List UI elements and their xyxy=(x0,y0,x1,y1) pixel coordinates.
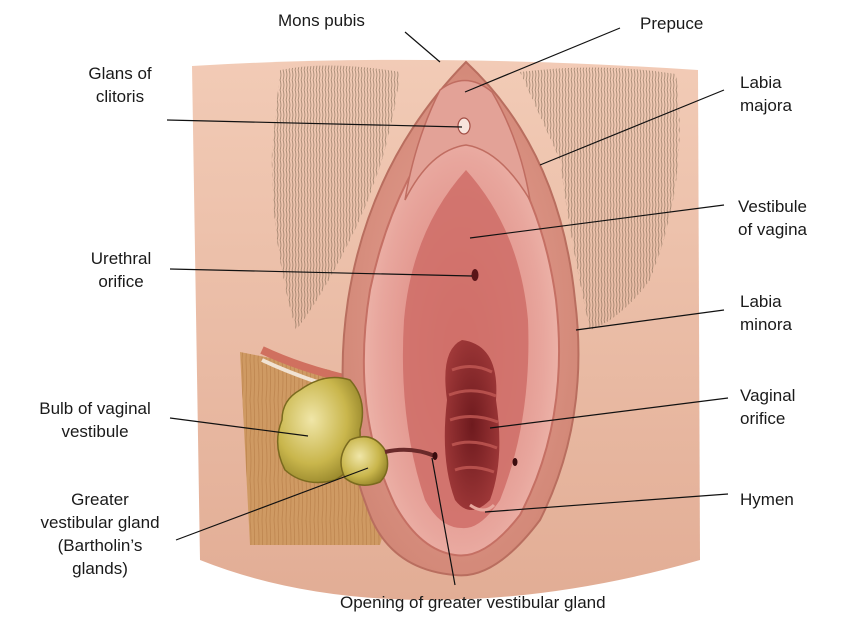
gland-duct xyxy=(384,447,436,458)
gland-opening-right xyxy=(512,458,518,466)
leader-opening-of-greater-vestibular-gland xyxy=(431,457,456,586)
label-vaginal-orifice: Vaginal orifice xyxy=(740,386,796,428)
gland-opening-left xyxy=(432,452,438,460)
label-hymen: Hymen xyxy=(740,490,794,509)
label-mons-pubis: Mons pubis xyxy=(278,11,365,30)
leader-labia-minora xyxy=(575,309,725,331)
leader-bulb-of-vaginal-vestibule xyxy=(169,417,309,437)
leader-urethral-orifice xyxy=(169,268,473,277)
hymen-shape xyxy=(469,503,496,512)
glans-of-clitoris-shape xyxy=(457,117,471,135)
leader-lines xyxy=(166,27,729,586)
greater-vestibular-gland-shape xyxy=(340,435,389,486)
pubic-hair-left xyxy=(271,65,400,331)
leader-vestibule-of-vagina xyxy=(469,204,725,239)
prepuce-shape xyxy=(404,79,531,201)
label-prepuce: Prepuce xyxy=(640,14,704,33)
label-labia-majora: Labia majora xyxy=(740,73,792,115)
leader-greater-vestibular-gland xyxy=(175,467,369,541)
pubic-hair-right xyxy=(520,67,680,331)
label-labia-minora: Labia minora xyxy=(740,292,792,334)
leader-prepuce xyxy=(464,27,621,93)
leader-mons-pubis xyxy=(404,31,441,63)
label-glans-of-clitoris: Glans of clitoris xyxy=(88,64,152,106)
label-bulb-of-vaginal-vestibule: Bulb of vaginal vestibule xyxy=(39,399,151,441)
label-opening-of-greater-vestibular-gland: Opening of greater vestibular gland xyxy=(340,593,606,612)
urethral-orifice-shape xyxy=(471,269,479,281)
label-vestibule-of-vagina: Vestibule of vagina xyxy=(738,197,807,239)
leader-hymen xyxy=(484,493,729,513)
leader-glans-of-clitoris xyxy=(166,119,463,128)
leader-labia-majora xyxy=(539,89,725,166)
label-urethral-orifice: Urethral orifice xyxy=(90,249,152,291)
label-greater-vestibular-gland: Greater vestibular gland (Bartholin’s gl… xyxy=(40,490,160,578)
leader-vaginal-orifice xyxy=(489,397,729,429)
